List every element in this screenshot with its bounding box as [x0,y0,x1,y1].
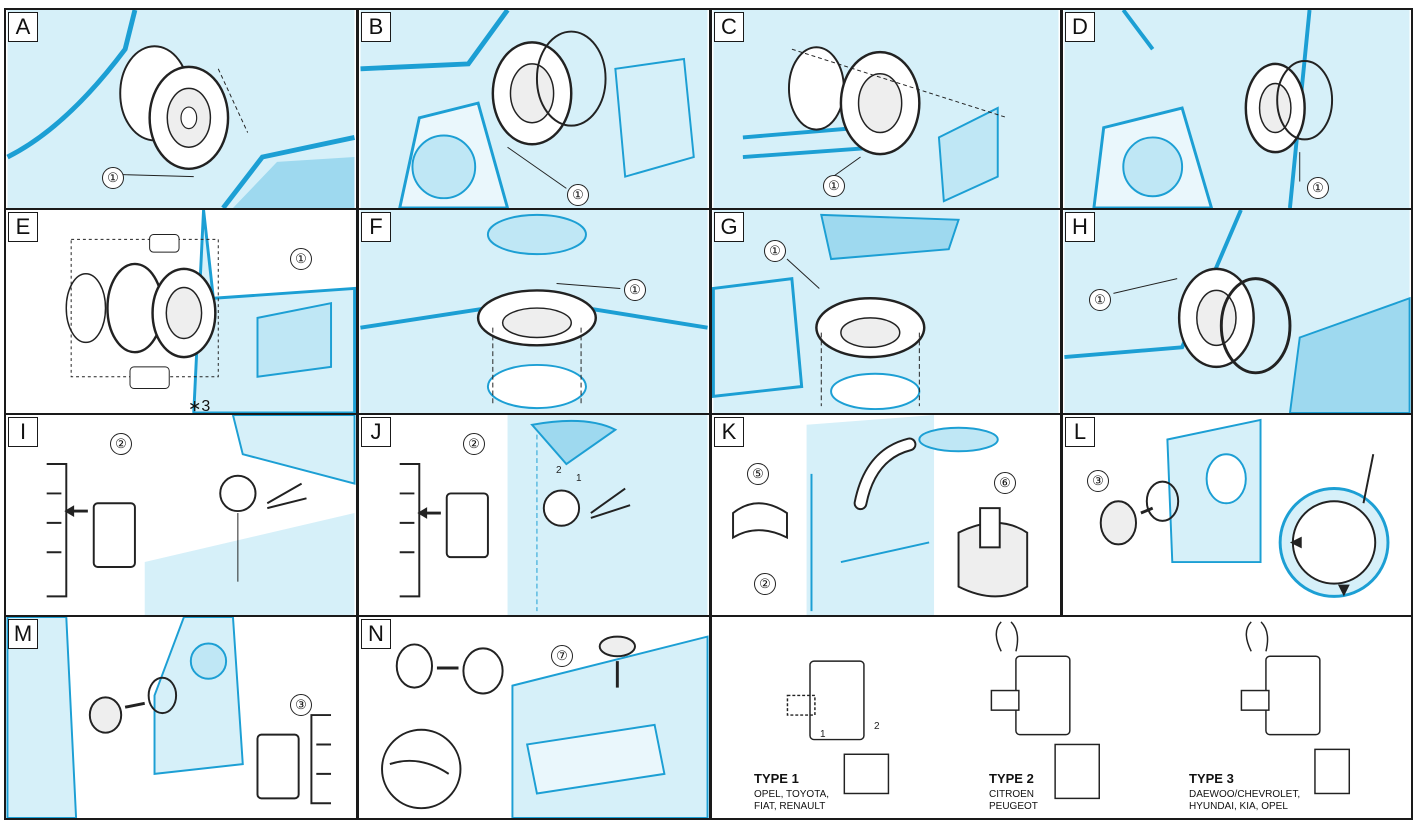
panel-k-callout-2: ② [754,573,776,595]
panel-k-callout-5: ⑤ [747,463,769,485]
connector-step-1: 1 [820,729,826,740]
panel-e-callout: ① [290,248,312,270]
panel-e-note: ∗3 [188,398,211,415]
panel-b: B ① [357,8,711,210]
connector-type-1-line-2: FIAT, RENAULT [754,801,826,812]
connector-type-3-line-1: DAEWOO/CHEVROLET, [1189,789,1301,800]
panel-h-letter: H [1065,212,1095,242]
connector-step-2: 2 [874,721,880,732]
panel-m-callout: ③ [290,694,312,716]
panel-f-letter: F [361,212,391,242]
panel-n-illustration [360,617,709,818]
panel-e-letter: E [8,212,38,242]
panel-f-callout: ① [624,279,646,301]
panel-d-callout: ① [1307,177,1329,199]
panel-d-illustration [1064,10,1410,208]
panel-d-letter: D [1065,12,1095,42]
panel-k-callout-6: ⑥ [994,472,1016,494]
connector-type-3-title: TYPE 3 [1189,771,1234,786]
panel-j-letter: J [361,417,391,447]
panel-j-step-1: 1 [576,473,582,484]
panel-a-letter: A [8,12,38,42]
panel-connector-types: 1 2 TYPE 1 OPEL, TOYOTA, FIAT, RENAULT T… [710,615,1413,820]
panel-i: I ② [4,413,358,617]
panel-n-callout: ⑦ [551,645,573,667]
connector-type-1: TYPE 1 OPEL, TOYOTA, FIAT, RENAULT [754,771,829,813]
panel-m-illustration [6,617,355,818]
connector-type-1-title: TYPE 1 [754,771,799,786]
panel-b-illustration [360,10,708,208]
panel-i-callout: ② [110,433,132,455]
panel-f: F ① [357,208,711,415]
panel-c-letter: C [714,12,744,42]
connector-types-illustration [716,617,1407,818]
panel-l-letter: L [1065,417,1095,447]
panel-a: A ① [4,8,358,210]
panel-c: C ① [710,8,1062,210]
panel-k: K ⑤ ② ⑥ [710,413,1062,617]
panel-k-letter: K [714,417,744,447]
panel-h-callout: ① [1089,289,1111,311]
panel-g-illustration [712,210,1059,413]
connector-type-1-line-1: OPEL, TOYOTA, [754,789,830,800]
panel-a-callout: ① [102,167,124,189]
panel-j-step-2: 2 [556,465,562,476]
connector-type-3: TYPE 3 DAEWOO/CHEVROLET, HYUNDAI, KIA, O… [1189,771,1300,813]
panel-m-letter: M [8,619,38,649]
panel-a-illustration [6,10,356,208]
panel-i-illustration [7,415,356,615]
connector-type-2: TYPE 2 CITROEN PEUGEOT [989,771,1038,813]
panel-b-letter: B [361,12,391,42]
panel-e-illustration [7,210,356,413]
panel-h-illustration [1064,210,1411,413]
panel-g: G ① [710,208,1062,415]
panel-j-illustration [360,415,708,615]
panel-l-illustration [1064,415,1410,615]
panel-h: H ① [1061,208,1413,415]
panel-f-illustration [360,210,708,413]
panel-g-letter: G [714,212,744,242]
panel-n: N ⑦ [357,615,711,820]
panel-e: E ① ∗3 [4,208,358,415]
panel-b-callout: ① [567,184,589,206]
panel-j: J ② 2 1 [357,413,711,617]
connector-type-2-line-1: CITROEN [989,789,1034,800]
panel-i-letter: I [8,417,38,447]
panel-d: D ① [1061,8,1413,210]
panel-n-letter: N [361,619,391,649]
panel-g-callout: ① [764,240,786,262]
connector-type-2-title: TYPE 2 [989,771,1034,786]
panel-m: M ③ [4,615,358,820]
panel-l-callout: ③ [1087,470,1109,492]
panel-c-illustration [713,10,1059,208]
connector-type-2-line-2: PEUGEOT [989,801,1038,812]
panel-j-callout: ② [463,433,485,455]
panel-c-callout: ① [823,175,845,197]
connector-type-3-line-2: HYUNDAI, KIA, OPEL [1189,801,1288,812]
panel-l: L ③ [1061,413,1413,617]
